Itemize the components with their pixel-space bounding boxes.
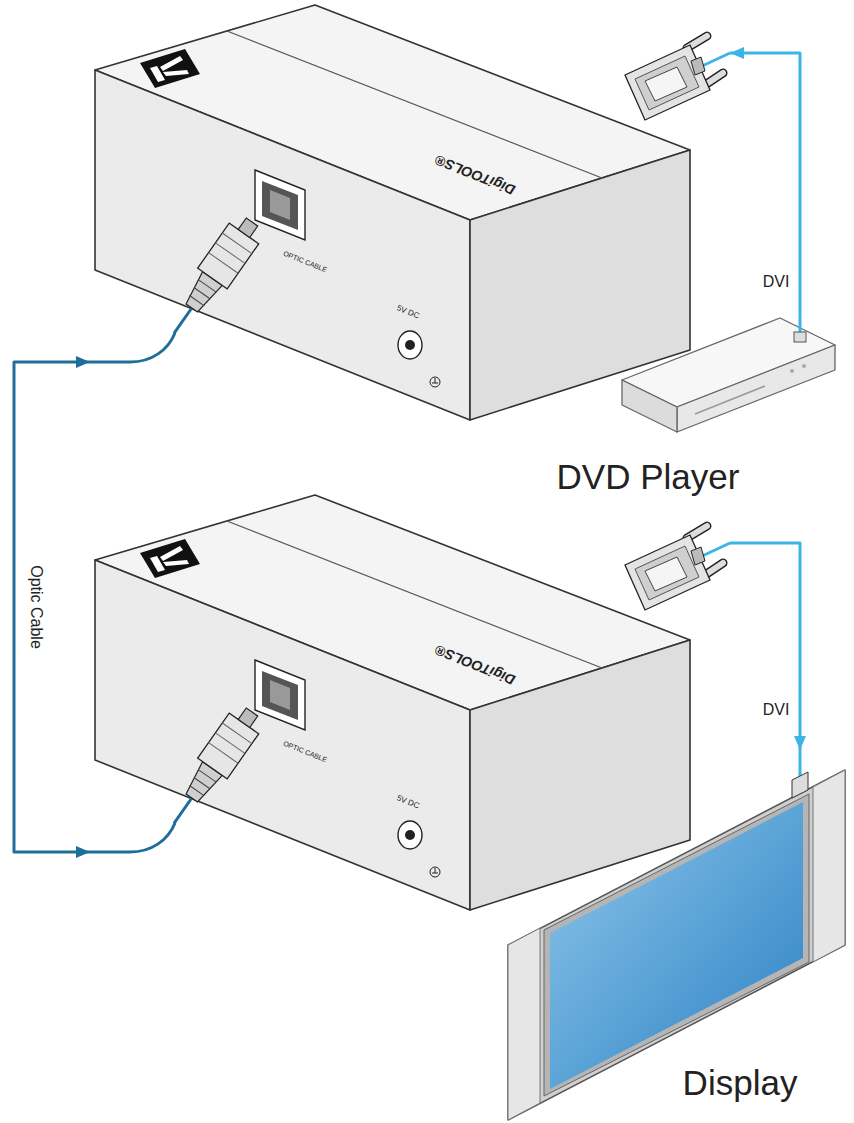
cable-label: DVI [761, 701, 792, 719]
converter-housing [90, 490, 730, 920]
transmitter-box: DigiTOOLS®OPTIC CABLE5V DC [90, 0, 730, 430]
display-icon [500, 750, 850, 1123]
display: Display [500, 750, 850, 1123]
cable-connector [730, 53, 800, 310]
cable-connector [14, 362, 90, 852]
cable-connector [730, 543, 800, 750]
receiver-box: DigiTOOLS®OPTIC CABLE5V DC [90, 490, 730, 920]
cable-label: Optic Cable [27, 563, 45, 651]
cable-label: DVI [761, 273, 792, 291]
converter-housing [90, 0, 730, 430]
device-label: Display [683, 1063, 798, 1103]
device-label: DVD Player [557, 457, 740, 497]
dvd-player: DVD Player [530, 310, 840, 500]
